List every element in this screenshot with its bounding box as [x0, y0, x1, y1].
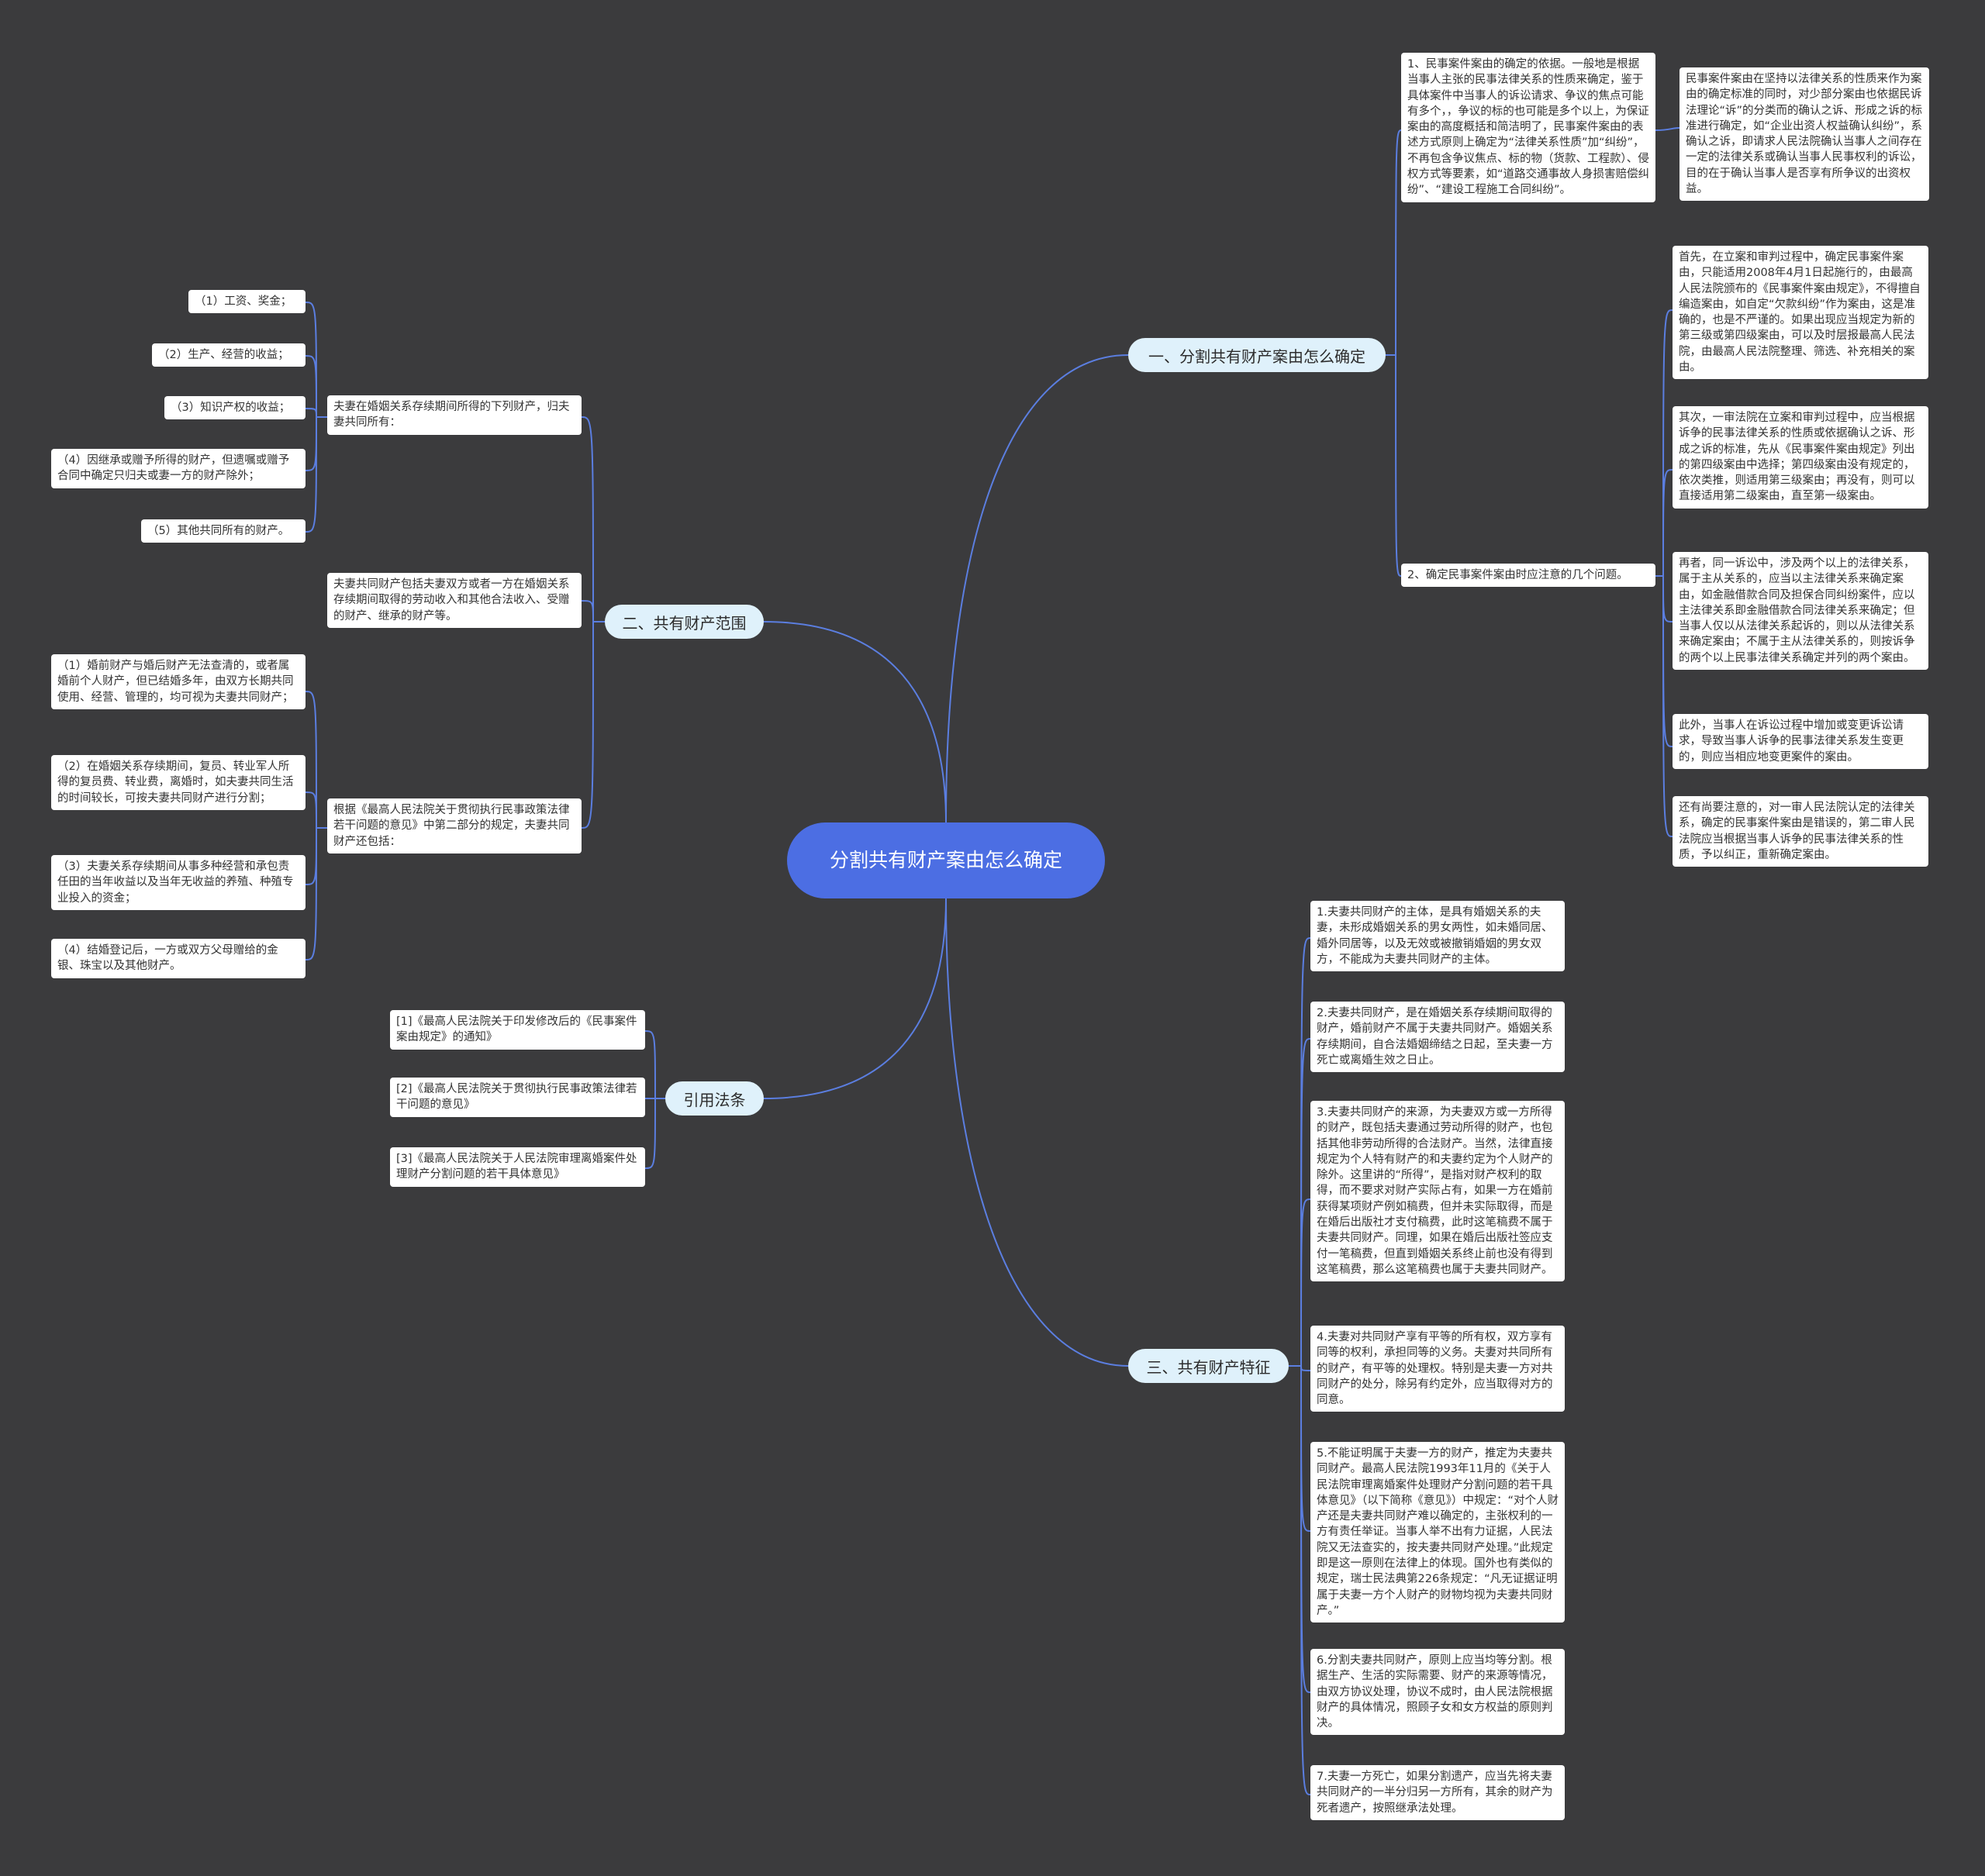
b1-note-first[interactable]: 首先，在立案和审判过程中，确定民事案件案由，只能适用2008年4月1日起施行的，… — [1673, 246, 1928, 380]
b1-item-basis-note[interactable]: 民事案件案由在坚持以法律关系的性质来作为案由的确定标准的同时，对少部分案由也依据… — [1679, 67, 1929, 202]
b1-item-basis[interactable]: 1、民事案件案由的确定的依据。一般地是根据当事人主张的民事法律关系的性质来确定，… — [1401, 53, 1655, 202]
branch-cited-laws[interactable]: 引用法条 — [665, 1081, 764, 1116]
b2-item-parent-gifts[interactable]: （4）结婚登记后，一方或双方父母赠给的金银、珠宝以及其他财产。 — [51, 939, 306, 978]
b3-feature-equal-rights[interactable]: 4.夫妻对共同财产享有平等的所有权，双方享有同等的权利，承担同等的义务。夫妻对共… — [1310, 1326, 1565, 1412]
b2-item-farming-income[interactable]: （3）夫妻关系存续期间从事多种经营和承包责任田的当年收益以及当年无收益的养殖、种… — [51, 855, 306, 910]
b4-law-civil-policy[interactable]: [2]《最高人民法院关于贯彻执行民事政策法律若干问题的意见》 — [390, 1078, 645, 1117]
b2-item-business-income[interactable]: （2）生产、经营的收益； — [152, 343, 306, 367]
b4-law-case-cause[interactable]: [1]《最高人民法院关于印发修改后的《民事案件案由规定》的通知》 — [390, 1010, 645, 1050]
b2-group-definition[interactable]: 夫妻共同财产包括夫妻双方或者一方在婚姻关系存续期间取得的劳动收入和其他合法收入、… — [327, 573, 582, 628]
b3-feature-death[interactable]: 7.夫妻一方死亡，如果分割遗产，应当先将夫妻共同财产的一半分归另一方所有，其余的… — [1310, 1765, 1565, 1820]
b3-feature-division[interactable]: 6.分割夫妻共同财产，原则上应当均等分割。根据生产、生活的实际需要、财产的来源等… — [1310, 1649, 1565, 1736]
b1-note-third[interactable]: 再者，同一诉讼中，涉及两个以上的法律关系，属于主从关系的，应当以主法律关系来确定… — [1673, 552, 1928, 671]
branch-property-features[interactable]: 三、共有财产特征 — [1128, 1349, 1289, 1383]
b4-law-divorce-property[interactable]: [3]《最高人民法院关于人民法院审理离婚案件处理财产分割问题的若干具体意见》 — [390, 1147, 645, 1187]
b3-feature-presumption[interactable]: 5.不能证明属于夫妻一方的财产，推定为夫妻共同财产。最高人民法院1993年11月… — [1310, 1442, 1565, 1623]
b1-note-fourth[interactable]: 此外，当事人在诉讼过程中增加或变更诉讼请求，导致当事人诉争的民事法律关系发生变更… — [1673, 714, 1928, 769]
branch-determine-case-cause[interactable]: 一、分割共有财产案由怎么确定 — [1128, 338, 1386, 372]
b1-item-notes-heading[interactable]: 2、确定民事案件案由时应注意的几个问题。 — [1401, 564, 1655, 588]
b3-feature-period[interactable]: 2.夫妻共同财产，是在婚姻关系存续期间取得的财产，婚前财产不属于夫妻共同财产。婚… — [1310, 1002, 1565, 1073]
branch-property-scope[interactable]: 二、共有财产范围 — [605, 605, 764, 639]
b2-item-inheritance[interactable]: （4）因继承或赠予所得的财产，但遗嘱或赠予合同中确定只归夫或妻一方的财产除外； — [51, 449, 306, 488]
b2-item-wages[interactable]: （1）工资、奖金； — [188, 290, 306, 314]
b2-group-marriage-income[interactable]: 夫妻在婚姻关系存续期间所得的下列财产，归夫妻共同所有： — [327, 395, 582, 435]
b2-item-premarital[interactable]: （1）婚前财产与婚后财产无法查清的，或者属婚前个人财产，但已结婚多年，由双方长期… — [51, 654, 306, 709]
b2-item-other-common[interactable]: （5）其他共同所有的财产。 — [141, 519, 306, 543]
b2-item-ip-income[interactable]: （3）知识产权的收益； — [164, 396, 306, 420]
b2-group-court-opinion[interactable]: 根据《最高人民法院关于贯彻执行民事政策法律若干问题的意见》中第二部分的规定，夫妻… — [327, 798, 582, 854]
b3-feature-subject[interactable]: 1.夫妻共同财产的主体，是具有婚姻关系的夫妻，未形成婚姻关系的男女两性，如未婚同… — [1310, 901, 1565, 972]
b1-note-fifth[interactable]: 还有尚要注意的，对一审人民法院认定的法律关系，确定的民事案件案由是错误的，第二审… — [1673, 796, 1928, 867]
b2-item-demobilization[interactable]: （2）在婚姻关系存续期间，复员、转业军人所得的复员费、转业费，离婚时，如夫妻共同… — [51, 755, 306, 810]
b1-note-second[interactable]: 其次，一审法院在立案和审判过程中，应当根据诉争的民事法律关系的性质或依据确认之诉… — [1673, 406, 1928, 509]
root-topic[interactable]: 分割共有财产案由怎么确定 — [787, 822, 1105, 898]
b3-feature-source[interactable]: 3.夫妻共同财产的来源，为夫妻双方或一方所得的财产，既包括夫妻通过劳动所得的财产… — [1310, 1101, 1565, 1282]
